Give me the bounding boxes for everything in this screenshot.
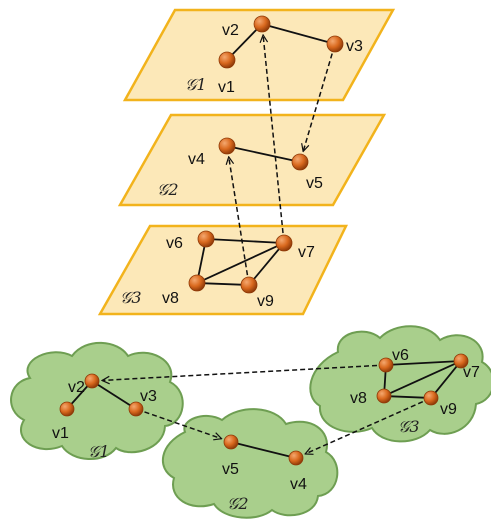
cloud-g1	[10, 341, 184, 461]
cloud-node-v1	[59, 401, 75, 417]
layer-label-g3: 𝒢3	[120, 288, 142, 307]
stack-node-v4	[218, 137, 236, 155]
stack-node-v2	[253, 15, 271, 33]
stack-node-v8	[188, 274, 206, 292]
stack-node-v7	[275, 234, 293, 252]
cloud-edge-v8-v9	[390, 395, 425, 399]
stacked-nodes	[188, 15, 344, 294]
layer-label-g1: 𝒢1	[185, 75, 207, 94]
cloud-node-label-v9: v9	[440, 401, 457, 418]
cloud-node-v8	[376, 388, 392, 404]
cloud-node-label-v4: v4	[290, 476, 307, 493]
cloud-nodes	[59, 353, 469, 466]
cloud-node-label-v8: v8	[350, 390, 367, 407]
stack-node-label-v7: v7	[298, 244, 315, 261]
cloud-node-v4	[288, 450, 304, 466]
cloud-node-label-v1: v1	[52, 425, 69, 442]
stack-node-label-v1: v1	[218, 79, 235, 96]
cloud-label-g1: 𝒢1	[88, 442, 110, 461]
cloud-label-g2: 𝒢2	[227, 494, 249, 513]
cloud-edge-v4-v5	[237, 442, 290, 458]
stack-node-v9	[240, 276, 258, 294]
layer-label-g2: 𝒢2	[157, 180, 179, 199]
stack-node-label-v4: v4	[188, 151, 205, 168]
stack-node-label-v2: v2	[222, 22, 239, 39]
cloud-arrow-v6-v2	[102, 364, 378, 380]
stacked-arrows	[229, 35, 333, 276]
stack-edge-v7-v9	[253, 248, 280, 280]
stacked-view: 𝒢1 𝒢2 𝒢3 v1 v2 v3 v4 v5 v6 v7 v8 v9	[97, 8, 396, 316]
cloud-node-v7	[453, 353, 469, 369]
cloud-edge-v1-v2	[70, 385, 89, 405]
cloud-g2	[161, 408, 339, 519]
cloud-node-label-v7: v7	[463, 364, 480, 381]
stack-edge-v4-v5	[234, 146, 293, 162]
stack-edge-v6-v7	[213, 238, 277, 244]
stack-node-v1	[218, 51, 236, 69]
stack-node-label-v8: v8	[162, 290, 179, 307]
cloud-arrow-v3-v5	[144, 411, 222, 439]
cloud-view: 𝒢1 𝒢2 𝒢3 v1 v2 v3 v4 v5 v6 v7 v8 v9	[10, 325, 491, 519]
stack-arrow-v7-v2	[263, 35, 284, 234]
cloud-node-label-v3: v3	[140, 388, 157, 405]
cloud-node-label-v6: v6	[392, 347, 409, 364]
cloud-edge-v7-v8	[390, 363, 455, 394]
cloud-node-label-v2: v2	[68, 379, 85, 396]
stacked-edges	[197, 25, 328, 286]
cloud-arrow-v9-v4	[305, 400, 424, 454]
stack-arrow-v9-v4	[229, 157, 249, 276]
cloud-edge-v6-v7	[392, 360, 455, 366]
cloud-label-g3: 𝒢3	[398, 417, 420, 436]
cloud-node-v3	[128, 401, 144, 417]
cloud-edge-v6-v8	[383, 371, 387, 390]
cloud-edge-v7-v9	[434, 365, 458, 394]
cloud-node-v6	[378, 357, 394, 373]
stack-edge-v6-v8	[197, 246, 206, 276]
stack-node-v3	[326, 35, 344, 53]
stack-edge-v8-v9	[204, 282, 242, 286]
cloud-g3	[309, 325, 491, 443]
stack-node-v5	[291, 153, 309, 171]
plane-g1	[122, 8, 396, 102]
stack-node-label-v3: v3	[346, 38, 363, 55]
cloud-node-label-v5: v5	[222, 461, 239, 478]
plane-g2	[117, 113, 387, 207]
stack-node-label-v5: v5	[306, 175, 323, 192]
stack-arrow-v3-v5	[303, 53, 333, 152]
cloud-edge-v2-v3	[97, 383, 131, 407]
stack-node-label-v9: v9	[257, 293, 274, 310]
stack-edge-v1-v2	[231, 29, 258, 55]
cloud-node-v2	[84, 373, 100, 389]
stack-edge-v7-v8	[203, 245, 278, 281]
stack-node-label-v6: v6	[166, 235, 183, 252]
cloud-node-v5	[223, 434, 239, 450]
stack-node-v6	[197, 230, 215, 248]
cloud-node-v9	[423, 390, 439, 406]
stack-edge-v2-v3	[269, 25, 328, 43]
cloud-arrows	[102, 364, 424, 454]
cloud-edges	[70, 360, 458, 458]
